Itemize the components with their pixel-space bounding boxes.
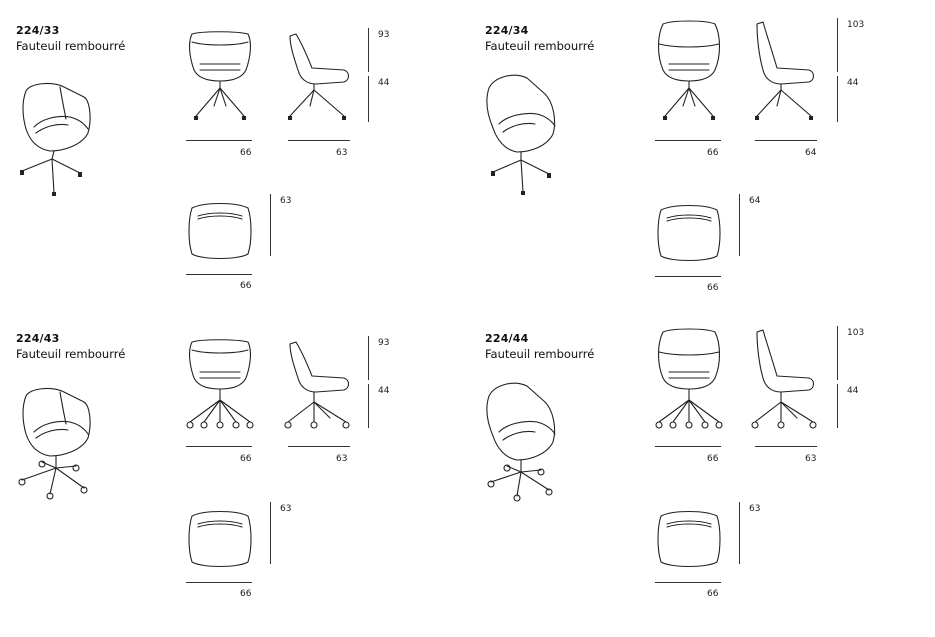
chair-top-view-icon [655, 204, 723, 270]
chair-front-view-icon [655, 328, 723, 437]
dimension-line [655, 140, 721, 141]
seat-height-label: 44 [847, 386, 859, 396]
chair-side-view-icon [753, 20, 821, 129]
chair-top-view-icon [655, 510, 723, 576]
dimension-line [837, 326, 838, 380]
dimension-line [755, 446, 817, 447]
top-width-label: 66 [240, 281, 252, 291]
product-block: 224/44 Fauteuil rembourré [485, 326, 935, 637]
top-width-label: 66 [707, 283, 719, 293]
chair-front-view-icon [655, 20, 723, 129]
dimension-line [837, 76, 838, 122]
side-depth-label: 63 [336, 148, 348, 158]
chair-side-view-icon [286, 30, 354, 129]
chair-perspective-icon [485, 382, 575, 511]
top-depth-label: 63 [280, 504, 292, 514]
dimension-line [288, 446, 350, 447]
dimension-line [739, 502, 740, 564]
chair-top-view-icon [186, 202, 254, 268]
side-depth-label: 64 [805, 148, 817, 158]
total-height-label: 93 [378, 30, 390, 40]
dimension-line [755, 140, 817, 141]
seat-height-label: 44 [378, 78, 390, 88]
side-depth-label: 63 [805, 454, 817, 464]
dimension-line [368, 76, 369, 122]
dimension-line [288, 140, 350, 141]
chair-front-view-icon [186, 30, 254, 129]
chair-perspective-icon [485, 74, 575, 203]
product-code: 224/34 [485, 24, 529, 37]
total-height-label: 93 [378, 338, 390, 348]
top-width-label: 66 [240, 589, 252, 599]
product-sheet: 224/33 Fauteuil rembourré [16, 18, 935, 599]
seat-height-label: 44 [847, 78, 859, 88]
product-code: 224/44 [485, 332, 529, 345]
product-description: Fauteuil rembourré [16, 347, 126, 361]
product-description: Fauteuil rembourré [485, 39, 595, 53]
top-depth-label: 63 [749, 504, 761, 514]
dimension-line [186, 140, 252, 141]
dimension-line [270, 194, 271, 256]
seat-height-label: 44 [378, 386, 390, 396]
total-height-label: 103 [847, 328, 865, 338]
chair-front-view-icon [186, 338, 254, 437]
dimension-line [186, 446, 252, 447]
dimension-line [655, 446, 721, 447]
side-depth-label: 63 [336, 454, 348, 464]
dimension-line [368, 384, 369, 428]
top-depth-label: 64 [749, 196, 761, 206]
product-description: Fauteuil rembourré [16, 39, 126, 53]
dimension-line [655, 582, 721, 583]
dimension-line [739, 194, 740, 256]
front-width-label: 66 [707, 454, 719, 464]
chair-perspective-icon [16, 79, 106, 203]
chair-side-view-icon [751, 328, 821, 437]
chair-side-view-icon [284, 338, 354, 437]
front-width-label: 66 [707, 148, 719, 158]
dimension-line [270, 502, 271, 564]
dimension-line [186, 274, 252, 275]
product-code: 224/33 [16, 24, 60, 37]
product-block: 224/34 Fauteuil rembourré [485, 18, 935, 329]
dimension-line [837, 18, 838, 72]
total-height-label: 103 [847, 20, 865, 30]
dimension-line [837, 384, 838, 428]
chair-perspective-icon [16, 384, 106, 508]
product-block: 224/43 Fauteuil rembourré [16, 332, 476, 637]
front-width-label: 66 [240, 454, 252, 464]
top-width-label: 66 [707, 589, 719, 599]
dimension-line [186, 582, 252, 583]
front-width-label: 66 [240, 148, 252, 158]
product-description: Fauteuil rembourré [485, 347, 595, 361]
product-code: 224/43 [16, 332, 60, 345]
product-block: 224/33 Fauteuil rembourré [16, 24, 476, 329]
top-depth-label: 63 [280, 196, 292, 206]
chair-top-view-icon [186, 510, 254, 576]
dimension-line [655, 276, 721, 277]
dimension-line [368, 336, 369, 380]
dimension-line [368, 28, 369, 72]
